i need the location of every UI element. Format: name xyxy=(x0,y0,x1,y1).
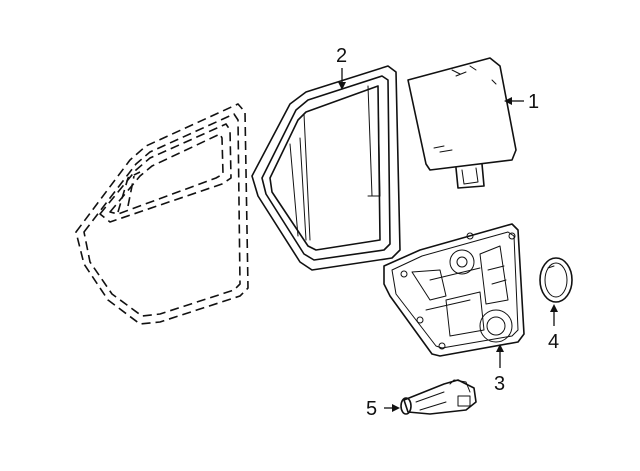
door-shell-outline xyxy=(75,103,249,325)
glass-run-channel xyxy=(251,65,401,271)
window-regulator-module xyxy=(383,223,525,357)
callout-5: 5 xyxy=(366,398,400,420)
callout-2: 2 xyxy=(336,45,347,90)
callout-4: 4 xyxy=(548,304,559,353)
callout-1-label: 1 xyxy=(528,91,539,113)
callout-2-label: 2 xyxy=(336,45,347,67)
callout-4-label: 4 xyxy=(548,331,559,353)
door-glass xyxy=(407,57,517,189)
window-motor xyxy=(400,379,477,415)
callout-5-label: 5 xyxy=(366,398,377,420)
callout-3-label: 3 xyxy=(494,373,505,395)
callout-1: 1 xyxy=(504,91,539,113)
speaker-cover xyxy=(539,257,573,303)
callout-3: 3 xyxy=(494,344,505,395)
